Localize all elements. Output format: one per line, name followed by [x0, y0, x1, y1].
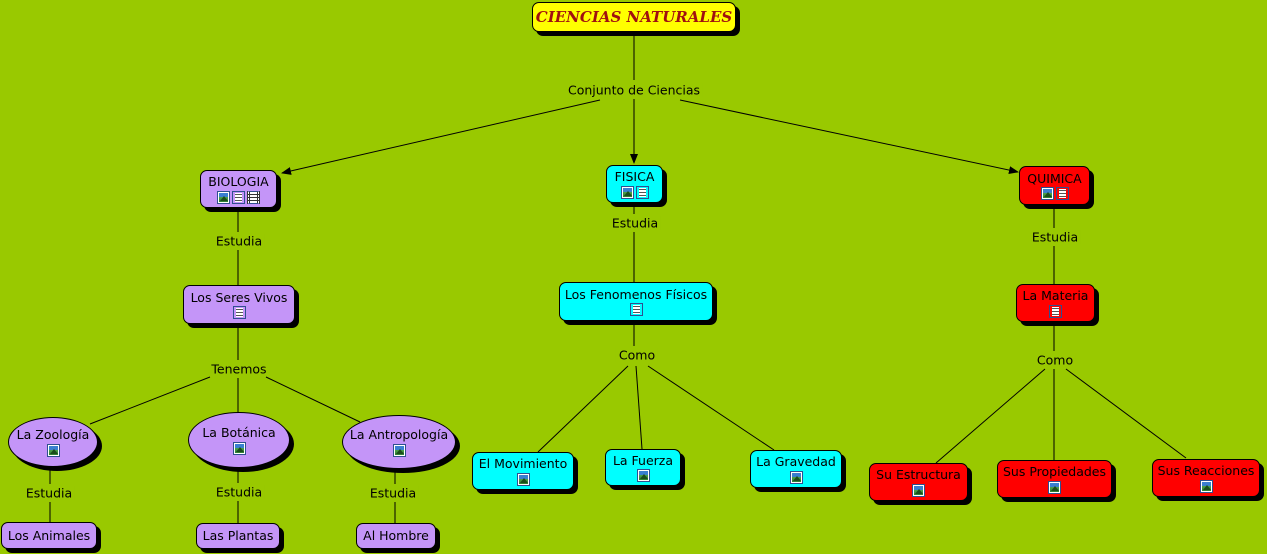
node-label: La Zoología [16, 427, 90, 443]
node-movimiento[interactable]: El Movimiento [472, 452, 574, 490]
link-label-estudia-antropologia: Estudia [366, 485, 420, 501]
node-label: Sus Propiedades [1002, 464, 1106, 480]
node-label: Los Seres Vivos [190, 289, 288, 305]
node-label: Al Hombre [363, 528, 429, 544]
node-fenomenos-fisicos[interactable]: Los Fenomenos Físicos [559, 282, 713, 321]
document-icon[interactable] [232, 190, 245, 204]
image-icon[interactable] [636, 469, 650, 483]
link-label-estudia-zoologia: Estudia [22, 485, 76, 501]
node-ciencias-naturales[interactable]: CIENCIAS NATURALES [532, 2, 736, 32]
node-plantas[interactable]: Las Plantas [196, 523, 280, 549]
node-gravedad[interactable]: La Gravedad [750, 450, 842, 488]
node-hombre[interactable]: Al Hombre [356, 523, 436, 549]
image-icon[interactable] [46, 443, 60, 457]
image-icon[interactable] [789, 470, 803, 484]
node-label: Sus Reacciones [1157, 463, 1255, 479]
image-icon[interactable] [232, 441, 246, 455]
node-label: Los Fenomenos Físicos [564, 286, 708, 302]
link-label-estudia-biologia: Estudia [212, 233, 266, 249]
node-botanica[interactable]: La Botánica [188, 412, 290, 468]
image-icon[interactable] [620, 185, 634, 199]
node-fuerza[interactable]: La Fuerza [605, 449, 681, 486]
link-label-estudia-fisica: Estudia [608, 215, 662, 231]
node-seres-vivos[interactable]: Los Seres Vivos [183, 285, 295, 324]
link-label-estudia-botanica: Estudia [212, 484, 266, 500]
image-icon[interactable] [912, 483, 925, 497]
link-label-tenemos: Tenemos [208, 361, 270, 377]
document-icon[interactable] [635, 185, 649, 199]
node-label: La Botánica [202, 425, 276, 441]
node-quimica[interactable]: QUIMICA [1019, 166, 1090, 205]
node-label: QUIMICA [1027, 170, 1082, 186]
node-zoologia[interactable]: La Zoología [8, 417, 98, 467]
node-label: FISICA [614, 169, 655, 185]
node-estructura[interactable]: Su Estructura [869, 463, 968, 501]
node-reacciones[interactable]: Sus Reacciones [1152, 459, 1260, 497]
document-icon[interactable] [1055, 187, 1069, 201]
node-label: La Antropología [349, 427, 449, 443]
node-materia[interactable]: La Materia [1016, 284, 1095, 322]
document-icon[interactable] [629, 303, 643, 317]
link-label-estudia-quimica: Estudia [1028, 229, 1082, 245]
node-label: La Materia [1022, 288, 1089, 304]
node-label: Los Animales [7, 527, 91, 543]
document-icon[interactable] [1049, 304, 1062, 318]
image-icon[interactable] [1199, 479, 1213, 493]
image-icon[interactable] [217, 190, 230, 204]
node-label: Las Plantas [202, 528, 274, 544]
document-icon[interactable] [232, 306, 246, 320]
link-label-como-quimica: Como [1033, 352, 1077, 368]
link-label-conjunto: Conjunto de Ciencias [564, 82, 704, 98]
node-label: La Fuerza [612, 452, 674, 468]
node-label: La Gravedad [756, 454, 836, 470]
node-antropologia[interactable]: La Antropología [342, 415, 456, 469]
image-icon[interactable] [1048, 480, 1061, 494]
image-icon[interactable] [1040, 187, 1054, 201]
node-propiedades[interactable]: Sus Propiedades [997, 460, 1112, 498]
node-animales[interactable]: Los Animales [1, 522, 97, 549]
node-label: El Movimiento [478, 456, 568, 472]
image-icon[interactable] [516, 472, 530, 486]
node-biologia[interactable]: BIOLOGIA [200, 170, 277, 208]
node-label: CIENCIAS NATURALES [535, 7, 733, 26]
node-fisica[interactable]: FISICA [606, 165, 663, 203]
image-icon[interactable] [392, 443, 406, 457]
video-icon[interactable] [247, 190, 260, 204]
node-label: Su Estructura [876, 467, 961, 483]
link-label-como-fisica: Como [615, 347, 659, 363]
node-label: BIOLOGIA [208, 174, 269, 190]
